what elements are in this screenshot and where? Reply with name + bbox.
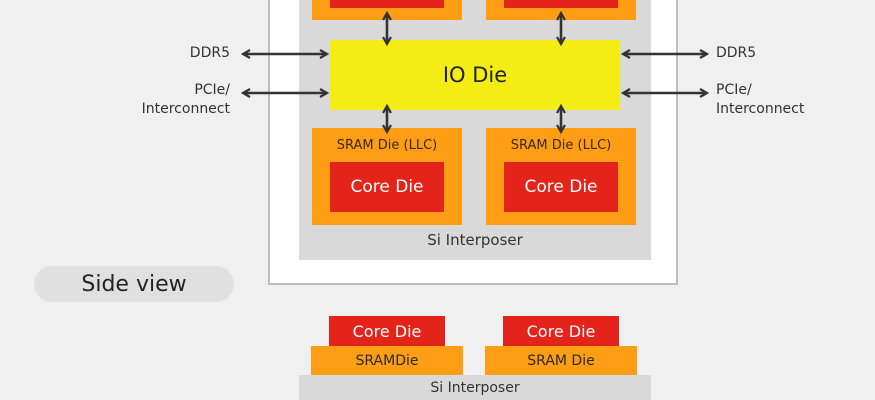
- ddr5-label-left: DDR5: [189, 45, 230, 61]
- side-core-die-left: Core Die: [329, 316, 445, 346]
- side-sram-die-right-label: SRAM Die: [527, 352, 595, 369]
- side-core-die-left-label: Core Die: [352, 321, 422, 341]
- sram-die-label: SRAM Die (LLC): [336, 138, 438, 153]
- ddr5-label-right: DDR5: [716, 45, 757, 61]
- side-sram-die-left: SRAMDie: [311, 346, 463, 375]
- pcie-label-left-line2: Interconnect: [141, 101, 230, 117]
- core-die-bottom-right: Core Die: [504, 162, 618, 212]
- core-die-bottom-left: Core Die: [330, 162, 444, 212]
- side-view-title: Side view: [34, 266, 234, 302]
- io-die-label: IO Die: [442, 63, 508, 87]
- pcie-label-left-line1: PCIe/: [194, 82, 230, 98]
- core-die-label: Core Die: [524, 177, 598, 197]
- core-die-top-left: [330, 0, 444, 8]
- side-si-interposer-label: Si Interposer: [430, 379, 520, 396]
- side-sram-die-right: SRAM Die: [485, 346, 637, 375]
- side-core-die-right-label: Core Die: [526, 321, 596, 341]
- core-die-top-right: [504, 0, 618, 8]
- pcie-label-right-line2: Interconnect: [716, 101, 805, 117]
- core-die-label: Core Die: [350, 177, 424, 197]
- io-die: IO Die: [330, 40, 620, 110]
- sram-die-label: SRAM Die (LLC): [510, 138, 612, 153]
- pcie-label-right-line1: PCIe/: [716, 82, 752, 98]
- side-si-interposer: Si Interposer: [299, 375, 651, 400]
- side-sram-die-left-label: SRAMDie: [355, 352, 419, 369]
- side-core-die-right: Core Die: [503, 316, 619, 346]
- pcie-label-right: PCIe/ Interconnect: [716, 81, 836, 119]
- side-view-title-text: Side view: [81, 271, 187, 297]
- si-interposer-label: Si Interposer: [427, 231, 523, 249]
- pcie-label-left: PCIe/ Interconnect: [110, 81, 230, 119]
